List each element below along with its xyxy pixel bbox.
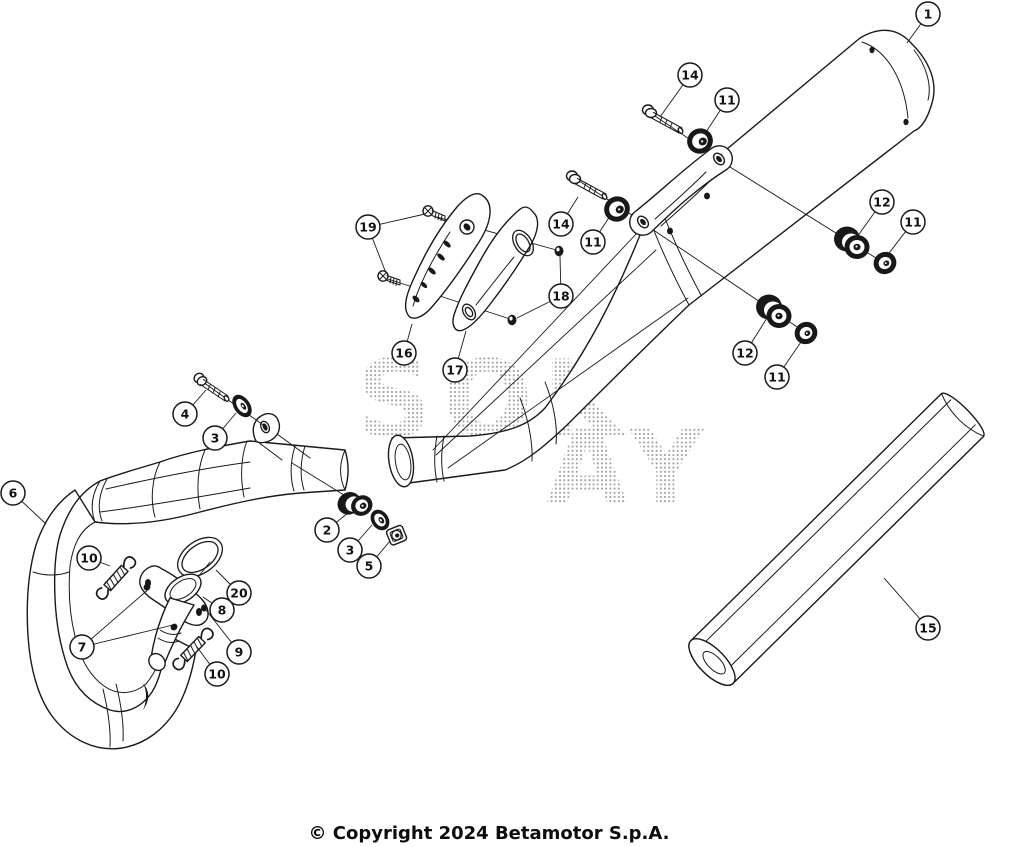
svg-text:1: 1 <box>924 7 933 22</box>
part-packing-tube <box>688 392 985 686</box>
exhaust-spring <box>95 556 137 600</box>
leader-line <box>81 587 151 648</box>
washer <box>794 321 818 345</box>
callout-9[interactable]: 9 <box>226 639 252 665</box>
callout-10[interactable]: 10 <box>204 661 230 687</box>
svg-text:17: 17 <box>446 363 463 378</box>
rubber-mount <box>756 294 792 328</box>
callout-14[interactable]: 14 <box>548 211 574 237</box>
part-silencer-bracket <box>629 145 733 236</box>
svg-text:3: 3 <box>211 431 220 446</box>
screw <box>377 270 401 286</box>
rivet <box>903 118 909 126</box>
svg-text:3: 3 <box>346 543 355 558</box>
svg-text:2: 2 <box>323 523 332 538</box>
screw <box>422 205 446 222</box>
svg-text:14: 14 <box>681 68 699 83</box>
watermark-line2: AY <box>546 406 715 529</box>
copyright-text: © Copyright 2024 Betamotor S.p.A. <box>309 823 670 844</box>
callout-12[interactable]: 12 <box>869 189 895 215</box>
part-shield-screws <box>377 205 446 286</box>
svg-text:7: 7 <box>78 640 87 655</box>
rivet <box>869 46 875 54</box>
gasket-ring <box>177 536 223 578</box>
grommet <box>687 128 713 154</box>
grommet <box>604 196 630 222</box>
svg-text:11: 11 <box>718 93 735 108</box>
rivet <box>667 227 673 235</box>
svg-text:20: 20 <box>230 586 248 601</box>
callout-7[interactable]: 7 <box>69 634 95 660</box>
callout-17[interactable]: 17 <box>442 357 468 383</box>
part-heat-shield <box>404 193 491 319</box>
part-header-pipe <box>26 412 349 750</box>
washer <box>873 251 897 275</box>
callout-3[interactable]: 3 <box>202 425 228 451</box>
callout-3[interactable]: 3 <box>337 537 363 563</box>
bolt <box>565 170 608 200</box>
callout-8[interactable]: 8 <box>209 597 235 623</box>
svg-text:10: 10 <box>208 667 226 682</box>
svg-text:19: 19 <box>359 220 376 235</box>
svg-text:8: 8 <box>218 603 227 618</box>
part-flange-assembly <box>139 536 223 672</box>
svg-text:14: 14 <box>552 217 570 232</box>
callout-4[interactable]: 4 <box>172 401 198 427</box>
svg-text:10: 10 <box>80 551 98 566</box>
callout-20[interactable]: 20 <box>226 580 252 606</box>
callout-14[interactable]: 14 <box>677 62 703 88</box>
callout-11[interactable]: 11 <box>900 209 926 235</box>
svg-text:12: 12 <box>873 195 890 210</box>
part-bolt-4 <box>193 372 230 402</box>
part-bushing-2 <box>337 492 373 516</box>
callout-12[interactable]: 12 <box>732 340 758 366</box>
rubber-mount <box>834 226 870 259</box>
callout-1[interactable]: 1 <box>915 1 941 27</box>
part-washer-3b <box>370 509 390 531</box>
callout-2[interactable]: 2 <box>314 517 340 543</box>
svg-text:11: 11 <box>584 235 601 250</box>
svg-text:15: 15 <box>919 621 936 636</box>
svg-text:5: 5 <box>365 559 374 574</box>
exhaust-spring <box>172 627 214 671</box>
part-square-nut-5 <box>385 524 408 546</box>
part-washer-3a <box>232 394 252 418</box>
svg-text:9: 9 <box>235 645 244 660</box>
callout-11[interactable]: 11 <box>580 229 606 255</box>
leader-line <box>81 624 174 648</box>
callout-10[interactable]: 10 <box>76 545 102 571</box>
svg-text:12: 12 <box>736 346 753 361</box>
svg-text:11: 11 <box>904 215 921 230</box>
svg-text:16: 16 <box>395 346 413 361</box>
callout-5[interactable]: 5 <box>356 553 382 579</box>
part-mounts-12 <box>756 226 897 345</box>
flange-stud <box>201 604 207 612</box>
callout-18[interactable]: 18 <box>548 283 574 309</box>
callout-6[interactable]: 6 <box>0 480 26 506</box>
callout-11[interactable]: 11 <box>764 364 790 390</box>
rivet <box>704 192 710 200</box>
callout-16[interactable]: 16 <box>391 340 417 366</box>
callout-19[interactable]: 19 <box>355 214 381 240</box>
part-silencer <box>387 29 935 488</box>
svg-text:11: 11 <box>768 370 785 385</box>
part-bracket-plate <box>452 206 539 332</box>
bolt <box>641 104 684 134</box>
callout-11[interactable]: 11 <box>714 87 740 113</box>
callout-15[interactable]: 15 <box>915 615 941 641</box>
part-nuts-18 <box>507 245 564 326</box>
svg-text:4: 4 <box>181 407 190 422</box>
svg-text:6: 6 <box>9 486 18 501</box>
part-bolts-14 <box>565 104 713 222</box>
svg-text:18: 18 <box>552 289 569 304</box>
silencer-inlet-opening <box>387 434 415 488</box>
part-springs-10 <box>95 556 214 671</box>
